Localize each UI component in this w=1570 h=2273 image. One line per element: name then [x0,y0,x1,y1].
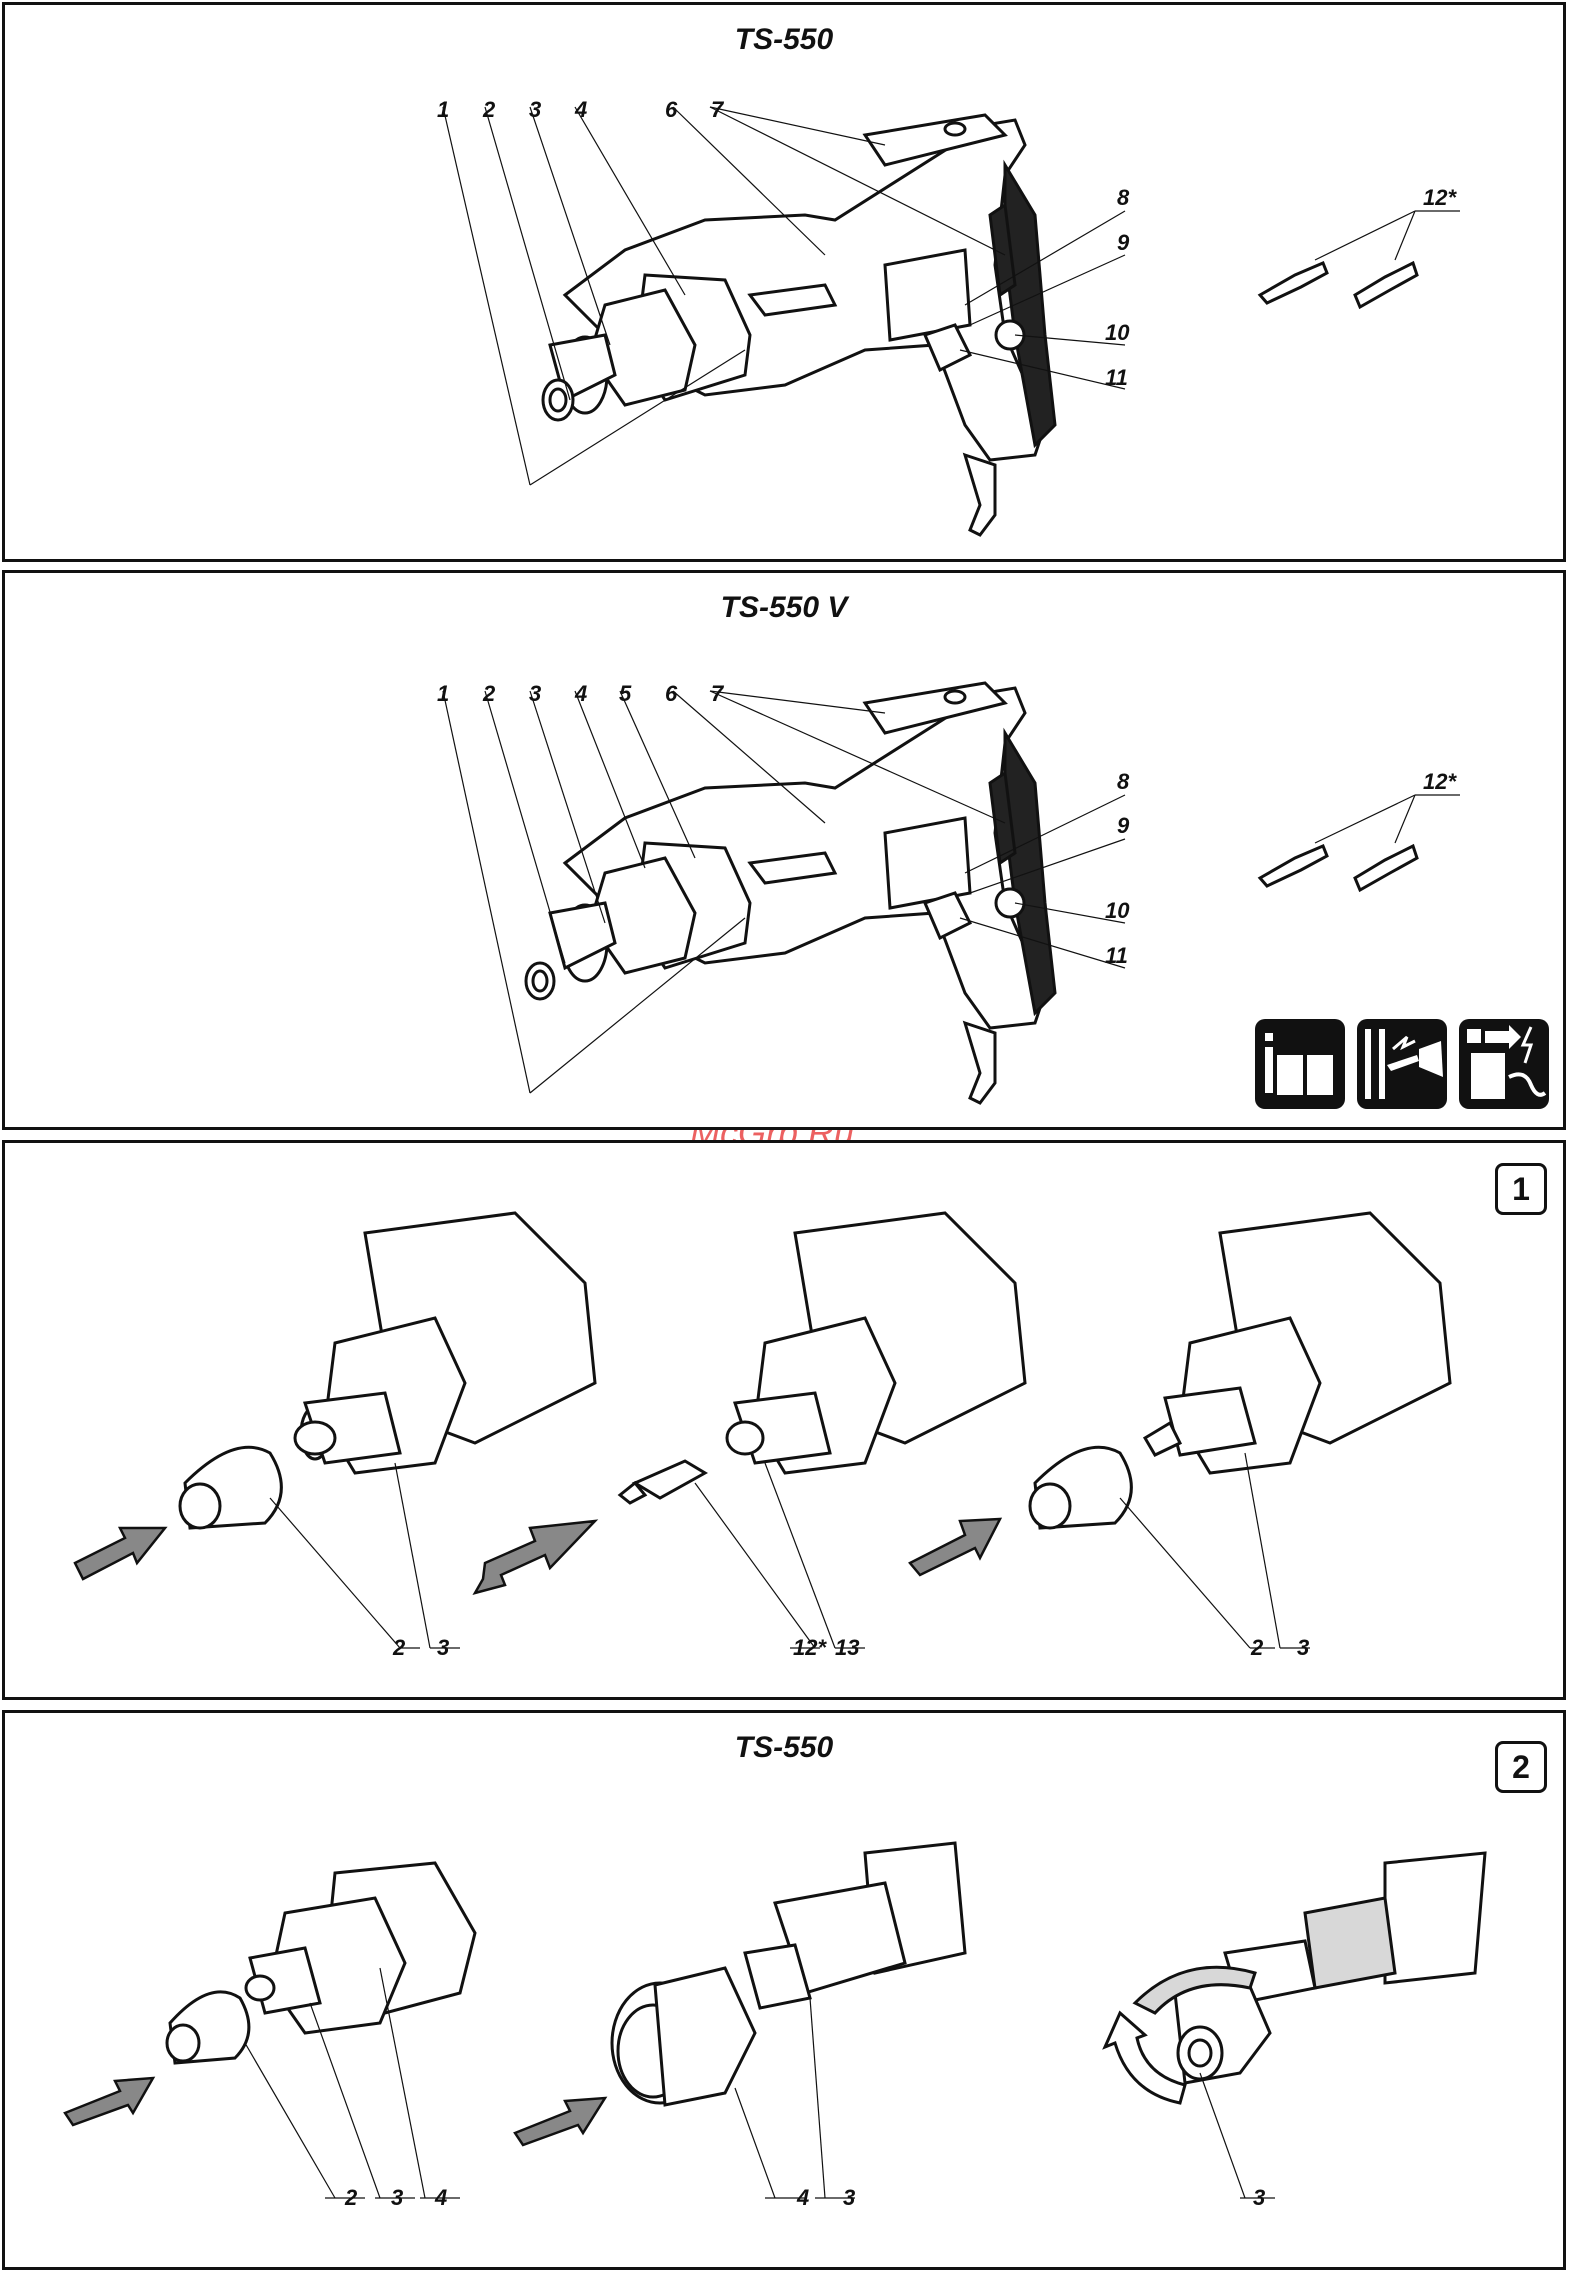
callout-1: 1 [437,97,449,123]
unplug-before-service-icon [1459,1019,1549,1109]
callout-3: 3 [1253,2185,1265,2211]
callout-2: 2 [483,681,495,707]
callout-9: 9 [1117,230,1129,256]
callout-10: 10 [1105,898,1129,924]
callout-12: 12* [793,1635,826,1661]
callout-2: 2 [1251,1635,1263,1661]
panel-step-2: TS-550 2 [2,1710,1566,2270]
callout-13: 13 [835,1635,859,1661]
callout-3: 3 [437,1635,449,1661]
callout-3: 3 [391,2185,403,2211]
callout-9: 9 [1117,813,1129,839]
panel-ts550-overview: TS-550 [2,2,1566,562]
callout-8: 8 [1117,185,1129,211]
manual-icon [1255,1019,1345,1109]
callout-2: 2 [345,2185,357,2211]
panel-ts550v-overview: TS-550 V 1 2 3 4 [2,570,1566,1130]
callout-4: 4 [797,2185,809,2211]
callout-3: 3 [529,97,541,123]
callout-6: 6 [665,681,677,707]
callout-12: 12* [1423,769,1456,795]
callout-4: 4 [575,97,587,123]
callout-5: 5 [619,681,631,707]
callout-3: 3 [843,2185,855,2211]
callout-8: 8 [1117,769,1129,795]
panel-step-1: 1 2 3 [2,1140,1566,1700]
chuck-removal-illustration [5,1713,1569,2273]
callout-7: 7 [711,97,723,123]
callout-10: 10 [1105,320,1129,346]
callout-11: 11 [1105,943,1128,969]
callout-2: 2 [483,97,495,123]
callout-3: 3 [1297,1635,1309,1661]
callout-2: 2 [393,1635,405,1661]
callout-1: 1 [437,681,449,707]
callout-12: 12* [1423,185,1456,211]
wall-drilling-warning-icon [1357,1019,1447,1109]
callout-4: 4 [435,2185,447,2211]
bit-change-illustration [5,1143,1569,1703]
callout-6: 6 [665,97,677,123]
callout-7: 7 [711,681,723,707]
callout-3: 3 [529,681,541,707]
drill-illustration [5,5,1569,565]
callout-4: 4 [575,681,587,707]
callout-11: 11 [1105,365,1128,391]
